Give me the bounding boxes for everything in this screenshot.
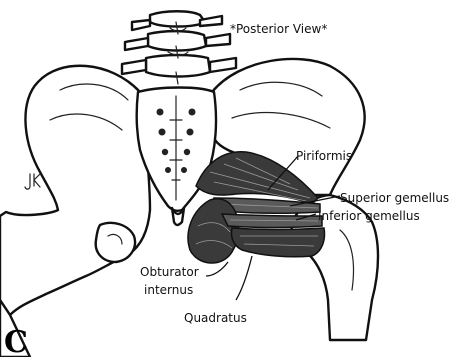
obturator-internus-label-line1: Obturator (140, 265, 199, 279)
piriformis-label: Piriformis (296, 149, 352, 163)
quadratus-femoris-muscle (231, 228, 324, 257)
panel-letter: C (4, 325, 28, 357)
inferior-gemellus-label: Inferior gemellus (318, 209, 420, 223)
view-note-label: *Posterior View* (230, 22, 327, 36)
left-ilium (0, 66, 150, 315)
quadratus-label: Quadratus (184, 311, 247, 325)
obturator-internus-label-line2: internus (144, 283, 193, 297)
lumbar-spine (122, 11, 236, 84)
artist-signature (25, 174, 40, 189)
superior-gemellus-label: Superior gemellus (340, 191, 449, 205)
